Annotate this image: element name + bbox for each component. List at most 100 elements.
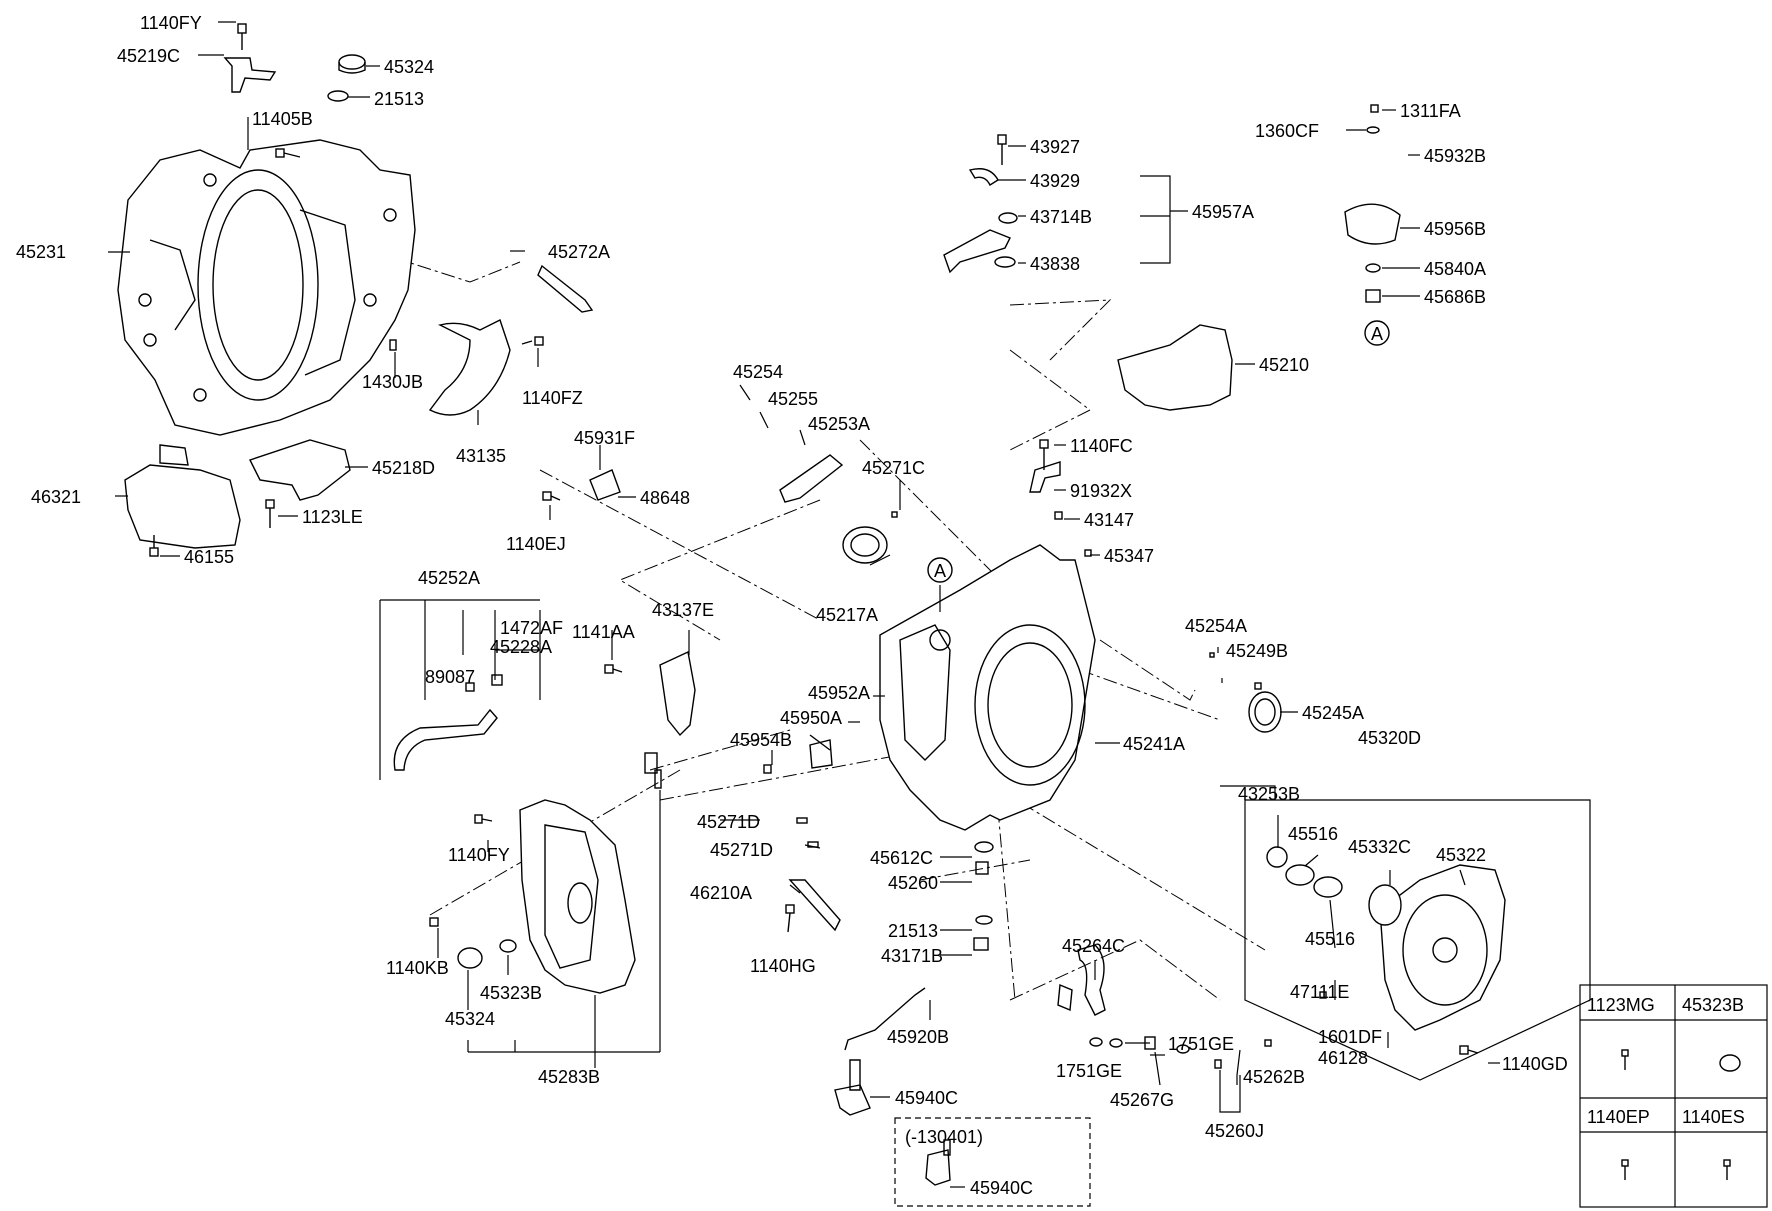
label-1601DF: 1601DF [1318,1027,1382,1047]
label-45320D: 45320D [1358,728,1421,748]
label-45254: 45254 [733,362,783,382]
label-45271C: 45271C [862,458,925,478]
label-43147: 43147 [1084,510,1134,530]
label-45272A: 45272A [548,242,610,262]
label-45241A: 45241A [1123,734,1185,754]
label-43927: 43927 [1030,137,1080,157]
label-46155: 46155 [184,547,234,567]
label-45210: 45210 [1259,355,1309,375]
label-45254A: 45254A [1185,616,1247,636]
label-variant-note: (-130401) [905,1127,983,1147]
label-43838: 43838 [1030,254,1080,274]
label-1311FA: 1311FA [1400,101,1461,121]
label-1140KB: 1140KB [386,958,449,978]
label-45217A: 45217A [816,605,878,625]
label-48648: 48648 [640,488,690,508]
label-45228A: 45228A [490,637,552,657]
label-1751GE-left: 1751GE [1056,1061,1122,1081]
label-46128: 46128 [1318,1048,1368,1068]
label-1140FC: 1140FC [1070,436,1133,456]
label-45931F: 45931F [574,428,635,448]
label-1751GE-right: 1751GE [1168,1034,1234,1054]
label-45954B: 45954B [730,730,792,750]
legend-cell-1140ES: 1140ES [1682,1107,1745,1127]
label-43135: 43135 [456,446,506,466]
label-45255: 45255 [768,389,818,409]
label-45218D: 45218D [372,458,435,478]
label-45332C: 45332C [1348,837,1411,857]
transmission-case [879,544,1096,831]
legend-cell-1140EP: 1140EP [1587,1107,1650,1127]
label-45323B: 45323B [480,983,542,1003]
label-46321: 46321 [31,487,81,507]
label-45612C: 45612C [870,848,933,868]
label-45253A: 45253A [808,414,870,434]
label-21513-lower: 21513 [888,921,938,941]
part-drawings [117,54,1506,1116]
label-1123LE: 1123LE [302,507,363,527]
label-45686B: 45686B [1424,287,1486,307]
label-1140FZ: 1140FZ [522,388,583,408]
legend-grid: 1123MG 45323B 1140EP 1140ES [1579,984,1768,1208]
label-1141AA: 1141AA [572,622,635,642]
label-45347: 45347 [1104,546,1154,566]
label-45260J: 45260J [1205,1121,1264,1141]
callout-A-mid [927,557,953,583]
label-1140HG: 1140HG [750,956,816,976]
label-45267G: 45267G [1110,1090,1174,1110]
label-46210A: 46210A [690,883,752,903]
callout-A-mid-label: A [934,561,946,581]
label-45516-lower: 45516 [1305,929,1355,949]
bolts [149,23,1741,1180]
label-45516-upper: 45516 [1288,824,1338,844]
label-45245A: 45245A [1302,703,1364,723]
label-1360CF: 1360CF [1255,121,1319,141]
label-1140FY: 1140FY [140,13,202,33]
label-45932B: 45932B [1424,146,1486,166]
label-45957A: 45957A [1192,202,1254,222]
label-45322: 45322 [1436,845,1486,865]
label-43171B: 43171B [881,946,943,966]
label-45219C: 45219C [117,46,180,66]
label-45283B: 45283B [538,1067,600,1087]
clutch-housing [117,139,416,436]
label-45950A: 45950A [780,708,842,728]
label-43929: 43929 [1030,171,1080,191]
label-43714B: 43714B [1030,207,1092,227]
label-45324-lower: 45324 [445,1009,495,1029]
legend-cell-45323B: 45323B [1682,995,1744,1015]
label-45249B: 45249B [1226,641,1288,661]
label-1140GD: 1140GD [1502,1054,1568,1074]
part-labels: 1140FY 45219C 45324 21513 11405B 45231 4… [16,13,1568,1198]
label-1472AF: 1472AF [500,618,563,638]
label-43253B: 43253B [1238,784,1300,804]
label-21513: 21513 [374,89,424,109]
label-45264C: 45264C [1062,936,1125,956]
side-cover [1379,864,1506,1031]
label-45956B: 45956B [1424,219,1486,239]
label-1430JB: 1430JB [362,372,423,392]
label-45231: 45231 [16,242,66,262]
label-43137E: 43137E [652,600,714,620]
label-45324: 45324 [384,57,434,77]
label-47111E: 47111E [1290,982,1349,1002]
label-1140FY-lower: 1140FY [448,845,510,865]
label-89087: 89087 [425,667,475,687]
label-45952A: 45952A [808,683,870,703]
label-45840A: 45840A [1424,259,1486,279]
label-11405B: 11405B [252,109,313,129]
label-45940C: 45940C [895,1088,958,1108]
label-45252A: 45252A [418,568,480,588]
label-45271D-upper: 45271D [697,812,760,832]
label-1140EJ: 1140EJ [506,534,566,554]
callout-A-top-label: A [1371,324,1383,344]
callout-A-top [1364,320,1390,346]
label-45940C-variant: 45940C [970,1178,1033,1198]
label-91932X: 91932X [1070,481,1132,501]
legend-cell-1123MG: 1123MG [1587,995,1655,1015]
callout-A-markers: A A [927,320,1390,583]
label-45260: 45260 [888,873,938,893]
variant-note-box [894,1117,1091,1207]
label-45271D-lower: 45271D [710,840,773,860]
